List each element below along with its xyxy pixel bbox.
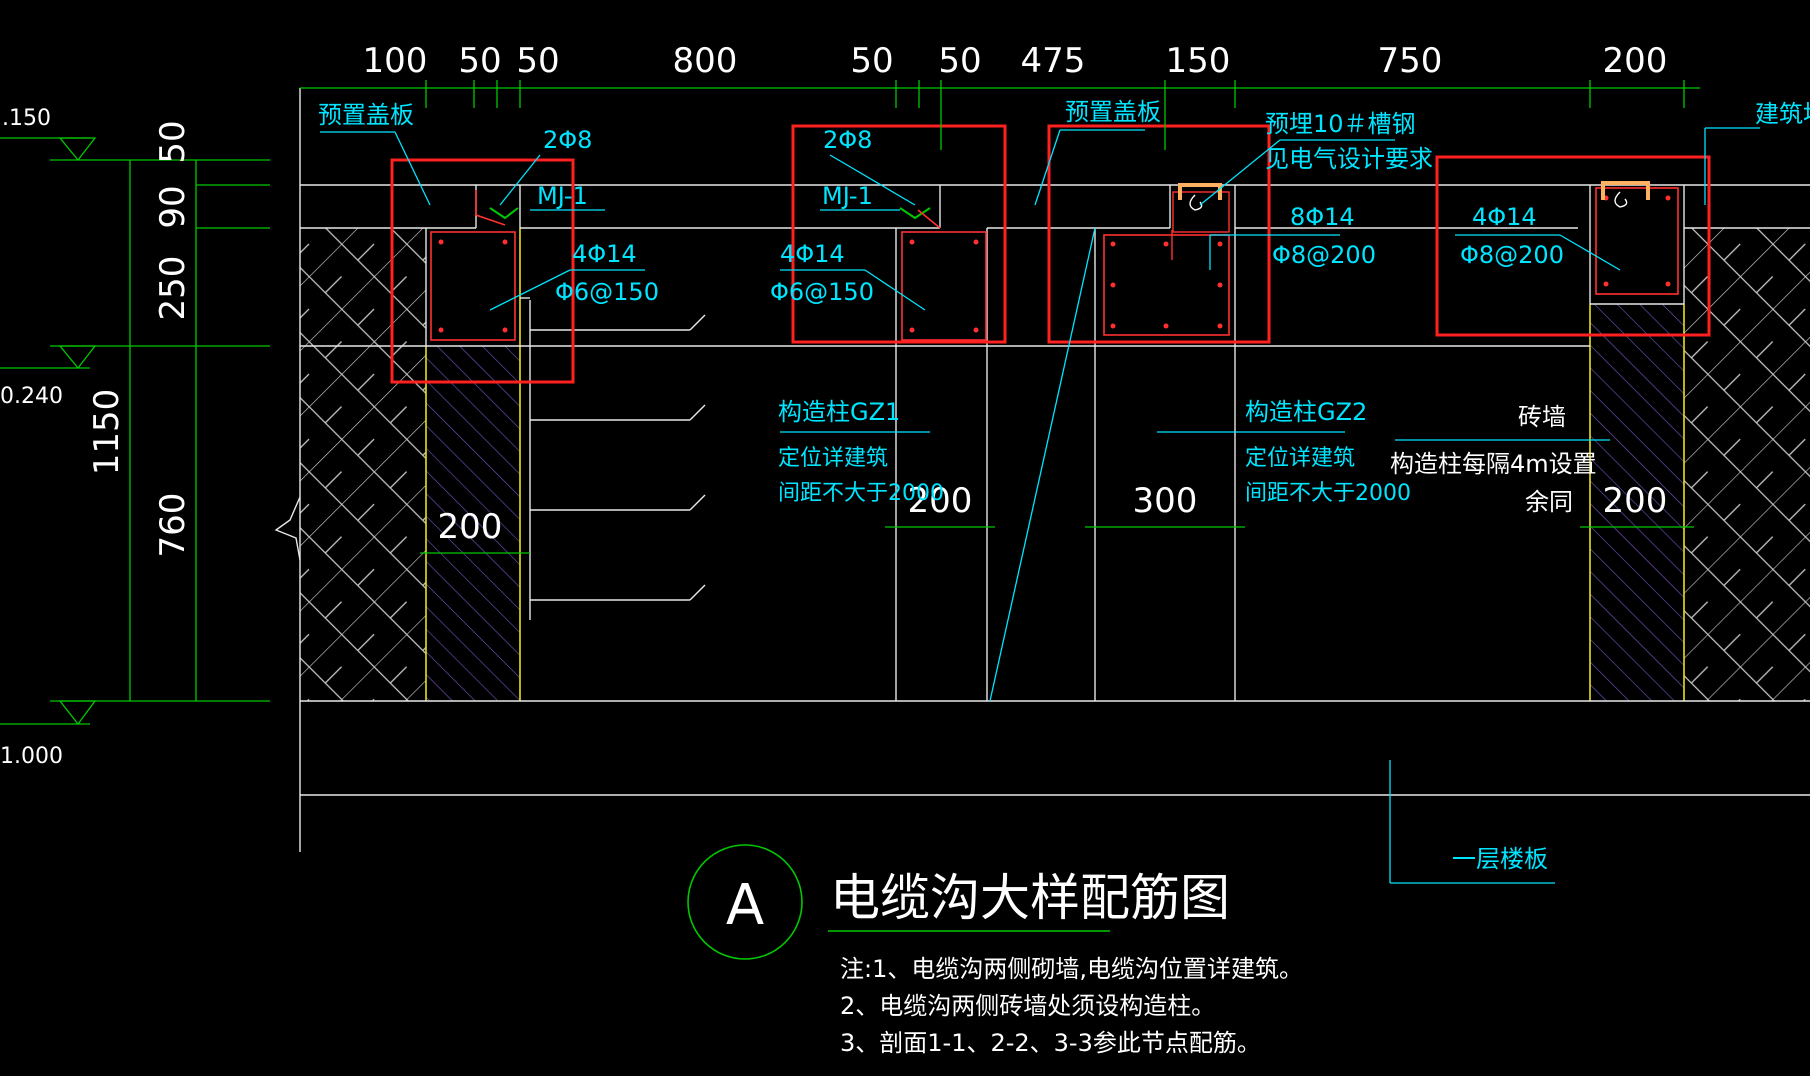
label-mj-2: MJ-1 [822, 182, 873, 210]
level-middle: 0.240 [0, 384, 63, 409]
top-dimension-texts: 100 50 50 800 50 50 475 150 750 200 [363, 41, 1668, 81]
label-cover-plate-1: 预置盖板 [318, 101, 414, 129]
level-triangles [58, 137, 97, 726]
label-main-rebar-2: 4Φ14 [780, 240, 845, 268]
label-remainder-same: 余同 [1525, 488, 1573, 516]
cable-supports [520, 297, 706, 620]
label-gz1-title: 构造柱GZ1 [778, 398, 900, 426]
title-bubble-letter: A [726, 873, 764, 938]
dim-50-b: 50 [516, 41, 559, 81]
highlight-boxes [390, 124, 1711, 384]
note-3: 3、剖面1-1、2-2、3-3参此节点配筋。 [840, 1029, 1261, 1057]
note-2: 2、电缆沟两侧砖墙处须设构造柱。 [840, 992, 1215, 1020]
column-gz1-middle [899, 207, 987, 341]
dim-50-d: 50 [938, 41, 981, 81]
label-gz1-line1: 定位详建筑 [778, 446, 888, 471]
notes: 注:1、电缆沟两侧砌墙,电缆沟位置详建筑。 2、电缆沟两侧砖墙处须设构造柱。 3… [840, 955, 1303, 1057]
highlight-box-2 [791, 124, 1007, 344]
label-stirrup-4: Φ8@200 [1460, 241, 1564, 269]
annotation-labels: 预置盖板 预置盖板 预埋10＃槽钢 见电气设计要求 建筑地面 2Φ8 2Φ8 M… [318, 98, 1810, 873]
wall-hatch-left [300, 228, 521, 701]
width-300: 300 [1133, 481, 1198, 521]
label-building-ground: 建筑地面 [1755, 100, 1810, 128]
leader-lines [320, 127, 1760, 884]
width-200-right: 200 [1603, 481, 1668, 521]
label-floor-slab: 一层楼板 [1452, 845, 1548, 873]
label-gz2-line2: 间距不大于2000 [1245, 481, 1411, 506]
label-rebar-top-1: 2Φ8 [543, 126, 592, 154]
note-1: 注:1、电缆沟两侧砌墙,电缆沟位置详建筑。 [840, 955, 1303, 983]
label-main-rebar-3: 8Φ14 [1290, 203, 1355, 231]
label-gz2-title: 构造柱GZ2 [1245, 398, 1367, 426]
dim-50-c: 50 [850, 41, 893, 81]
title-bubble [687, 844, 803, 960]
label-stirrup-2: Φ6@150 [770, 278, 874, 306]
label-stirrup-3: Φ8@200 [1272, 241, 1376, 269]
width-200-middle: 200 [908, 481, 973, 521]
dim-v-760: 760 [153, 493, 193, 558]
column-gz1-left [430, 190, 519, 341]
channel-steel-icon [1601, 181, 1650, 200]
level-marks: .150 0.240 1.000 [0, 106, 63, 769]
highlight-box-3 [1047, 124, 1271, 344]
label-gz1-line2: 间距不大于2000 [778, 481, 944, 506]
label-brick-wall: 砖墙 [1518, 403, 1566, 431]
highlight-box-1 [390, 158, 575, 384]
dim-800: 800 [673, 41, 738, 81]
column-right [1595, 181, 1679, 295]
left-dimension-texts: 50 90 250 1150 760 [87, 120, 193, 557]
level-bottom: 1.000 [0, 744, 63, 769]
label-rebar-top-2: 2Φ8 [823, 126, 872, 154]
dim-150: 150 [1166, 41, 1231, 81]
highlight-box-4 [1435, 155, 1711, 337]
label-stirrup-1: Φ6@150 [555, 278, 659, 306]
dim-v-1150: 1150 [87, 389, 127, 476]
label-cover-plate-2: 预置盖板 [1065, 98, 1161, 126]
dim-750: 750 [1378, 41, 1443, 81]
dim-100: 100 [363, 41, 428, 81]
label-main-rebar-4: 4Φ14 [1472, 203, 1537, 231]
channel-steel-icon [1178, 183, 1222, 200]
wall-hatch-right [1589, 228, 1810, 701]
level-top: .150 [2, 106, 51, 131]
dim-v-90: 90 [153, 185, 193, 228]
label-mj-1: MJ-1 [537, 182, 588, 210]
section-outline [274, 88, 1810, 852]
column-gz2 [1103, 183, 1230, 336]
title-text: 电缆沟大样配筋图 [830, 869, 1230, 927]
label-embed-channel-1: 预埋10＃槽钢 [1265, 110, 1416, 138]
bottom-width-texts: 200 200 300 200 [438, 481, 1668, 547]
label-gz-spacing: 构造柱每隔4m设置 [1390, 450, 1597, 478]
dim-50-a: 50 [458, 41, 501, 81]
label-main-rebar-1: 4Φ14 [572, 240, 637, 268]
dim-475: 475 [1021, 41, 1086, 81]
label-embed-channel-2: 见电气设计要求 [1265, 145, 1433, 173]
dim-200-top: 200 [1603, 41, 1668, 81]
dim-v-50: 50 [153, 120, 193, 163]
drawing-title: A 电缆沟大样配筋图 [687, 844, 1230, 960]
label-gz2-line1: 定位详建筑 [1245, 446, 1355, 471]
dim-v-250: 250 [153, 256, 193, 321]
width-200-left: 200 [438, 507, 503, 547]
